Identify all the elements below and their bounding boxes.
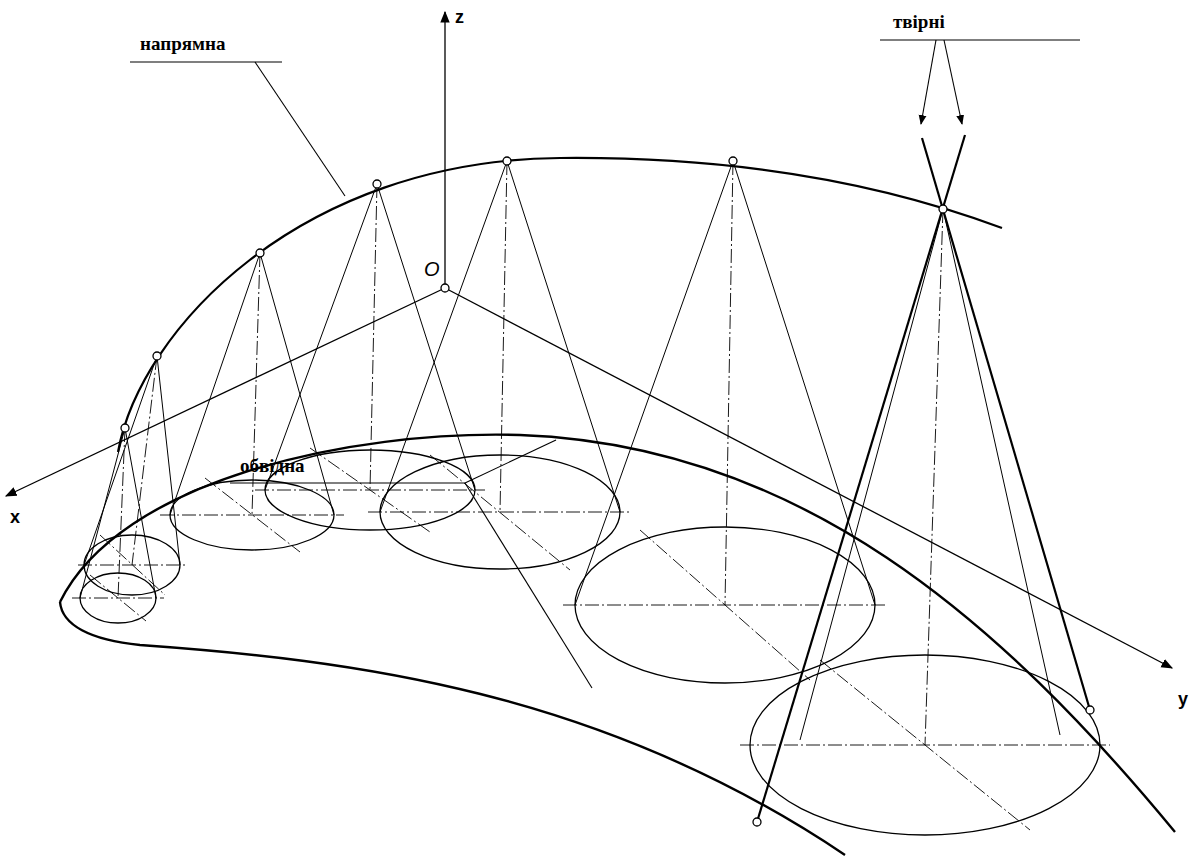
axis-label: y <box>1178 690 1188 710</box>
axis-label: x <box>10 508 20 528</box>
generatrix-label: твірні <box>893 12 945 33</box>
origin-label: O <box>424 258 440 280</box>
axis-label: z <box>455 8 464 28</box>
directrix-label: напрямна <box>140 34 225 55</box>
envelope-label: обвідна <box>240 456 305 477</box>
